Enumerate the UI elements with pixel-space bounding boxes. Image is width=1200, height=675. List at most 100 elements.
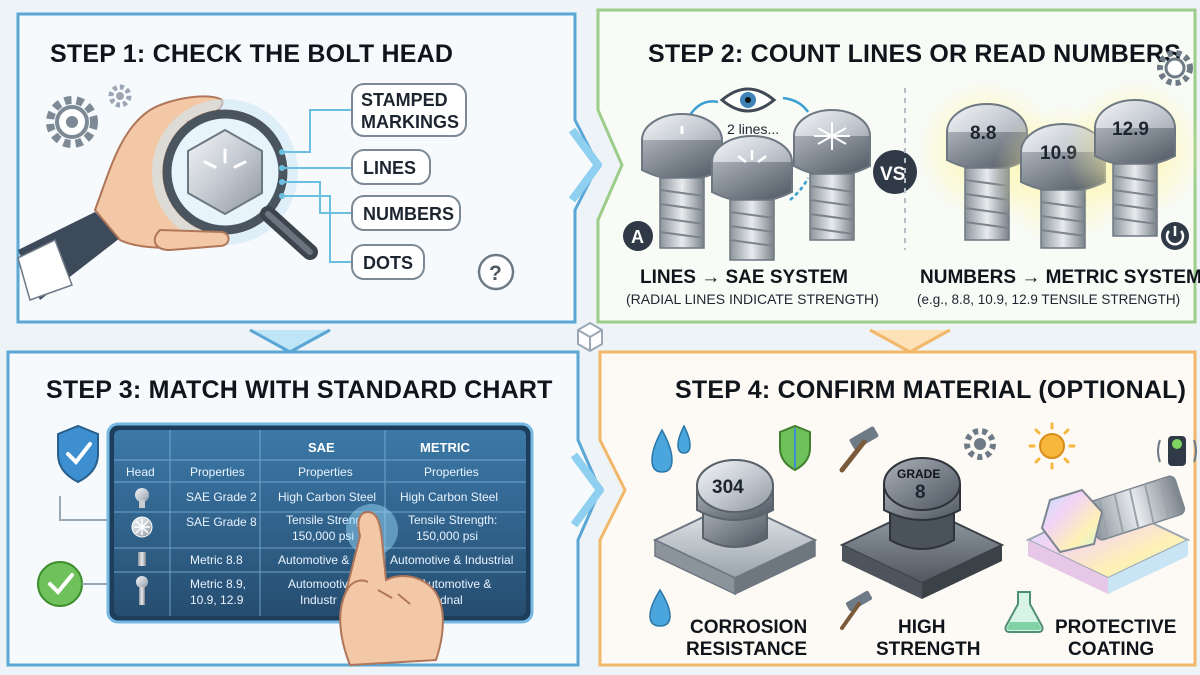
sae-caption: LINES → SAE SYSTEM (640, 267, 848, 288)
svg-text:NUMBERS: NUMBERS (363, 204, 454, 224)
svg-text:150,000 psi: 150,000 psi (292, 529, 354, 543)
flask-icon (1004, 591, 1044, 633)
connector-arrow-step3-to-step4 (570, 452, 604, 528)
table-group-sae: SAE (308, 440, 335, 455)
head-icon-metric-other (136, 576, 148, 605)
shield-check-icon (57, 424, 99, 484)
vs-badge: VS (873, 150, 917, 194)
table-col-properties-2: Properties (298, 465, 353, 479)
gear-icon (46, 96, 98, 148)
shield-connector (59, 496, 110, 521)
svg-text:Industr: Industr (300, 593, 337, 607)
svg-text:Metric 8.9,: Metric 8.9, (190, 577, 246, 591)
table-col-properties-1: Properties (190, 465, 245, 479)
svg-text:SAE Grade 8: SAE Grade 8 (186, 515, 257, 529)
metric-bolt-12-9: 12.9 (1065, 80, 1200, 237)
gear-icon-step4 (964, 428, 996, 460)
hammer-icon (839, 426, 879, 473)
eye-icon (719, 87, 777, 113)
eye-note: 2 lines... (727, 121, 779, 137)
svg-text:GRADE: GRADE (897, 467, 940, 481)
step4-title: STEP 4: CONFIRM MATERIAL (OPTIONAL) (675, 376, 1186, 404)
step3-title: STEP 3: MATCH WITH STANDARD CHART (46, 376, 553, 404)
svg-text:Tensile Strength:: Tensile Strength: (408, 513, 497, 527)
bolt-304: 304 (652, 459, 818, 596)
gear-icon-step2 (1157, 50, 1193, 86)
table-col-head: Head (126, 465, 155, 479)
caption-protective: PROTECTIVE (1055, 617, 1176, 638)
label-stamped-markings: STAMPED MARKINGS (351, 83, 467, 137)
metric-subcaption: (e.g., 8.8, 10.9, 12.9 TENSILE STRENGTH) (917, 292, 1180, 307)
badge-a: A (623, 221, 653, 251)
step2-title: STEP 2: COUNT LINES OR READ NUMBERS (648, 40, 1181, 68)
svg-text:STAMPED: STAMPED (361, 90, 448, 110)
svg-text:LINES: LINES (363, 158, 416, 178)
head-icon-metric88 (138, 552, 146, 566)
svg-text:12.9: 12.9 (1112, 119, 1149, 140)
shield-icon (779, 424, 811, 472)
standard-chart-table: SAE METRIC Head Properties Properties Pr… (106, 422, 534, 624)
table-group-metric: METRIC (420, 440, 470, 455)
svg-text:150,000 psi: 150,000 psi (416, 529, 478, 543)
svg-text:8.8: 8.8 (970, 123, 996, 144)
svg-text:High Carbon Steel: High Carbon Steel (278, 490, 376, 504)
connector-arrow-step2-to-step4 (869, 328, 951, 354)
label-lines: LINES (351, 149, 431, 185)
water-drop-icon (649, 588, 671, 627)
eye-arrow-right (782, 96, 810, 113)
small-gear-icon (108, 84, 132, 108)
svg-text:A: A (631, 227, 644, 247)
svg-text:dnal: dnal (440, 593, 463, 607)
svg-text:VS: VS (880, 164, 905, 185)
caption-strength: STRENGTH (876, 639, 981, 660)
bolt-coated (1025, 475, 1191, 594)
sae-bolt-1 (641, 113, 723, 249)
table-row: Metric 8.8 Automotive & Indust Automotiv… (138, 552, 513, 567)
question-icon: ? (477, 253, 515, 291)
sun-icon (1028, 422, 1076, 470)
step1-title: STEP 1: CHECK THE BOLT HEAD (50, 40, 453, 68)
connector-arrow-step1-to-step3 (249, 328, 331, 354)
caption-resistance: RESISTANCE (686, 639, 807, 660)
head-icon-grade2 (135, 488, 149, 508)
head-icon-grade8 (131, 516, 153, 538)
pointing-hand (339, 504, 444, 667)
sae-bolt-3 (793, 109, 871, 241)
caption-high: HIGH (898, 617, 946, 638)
bolt-grade-8: GRADE 8 (839, 457, 1005, 599)
svg-text:Metric 8.8: Metric 8.8 (190, 553, 243, 567)
hammer-icon-small (840, 590, 873, 630)
svg-text:?: ? (489, 262, 502, 285)
connector-arrow-step1-to-step2 (568, 127, 602, 203)
cube-icon (577, 321, 603, 353)
label-numbers: NUMBERS (351, 195, 461, 231)
connector-dots (279, 149, 285, 199)
sae-arrow (789, 177, 810, 201)
sae-bolt-2 (711, 135, 793, 261)
svg-text:DOTS: DOTS (363, 253, 413, 273)
svg-text:Tensile Strength:: Tensile Strength: (286, 513, 375, 527)
sensor-icon (1157, 436, 1197, 466)
svg-text:SAE Grade 2: SAE Grade 2 (186, 490, 257, 504)
table-row: Metric 8.9, Automootive & Automotive & 1… (136, 576, 491, 607)
table-row: SAE Grade 2 High Carbon Steel High Carbo… (135, 488, 498, 508)
hand-thumb (153, 228, 230, 252)
label-dots: DOTS (351, 244, 425, 280)
sae-subcaption: (RADIAL LINES INDICATE STRENGTH) (626, 291, 879, 307)
metric-caption: NUMBERS → METRIC SYSTEM (920, 267, 1200, 288)
svg-text:Automotive & Industrial: Automotive & Industrial (390, 553, 513, 567)
power-icon (1161, 222, 1189, 250)
svg-text:8: 8 (915, 482, 926, 503)
table-col-properties-3: Properties (424, 465, 479, 479)
caption-coating: COATING (1068, 639, 1154, 660)
caption-corrosion: CORROSION (690, 617, 807, 638)
svg-text:High Carbon Steel: High Carbon Steel (400, 490, 498, 504)
svg-text:MARKINGS: MARKINGS (361, 112, 459, 132)
water-drops-icon (651, 424, 691, 473)
label-connectors (282, 109, 352, 263)
svg-text:Automotive &: Automotive & (420, 577, 491, 591)
table-row: SAE Grade 8 Tensile Strength: Tensile St… (131, 513, 497, 543)
check-circle-icon (37, 561, 83, 607)
